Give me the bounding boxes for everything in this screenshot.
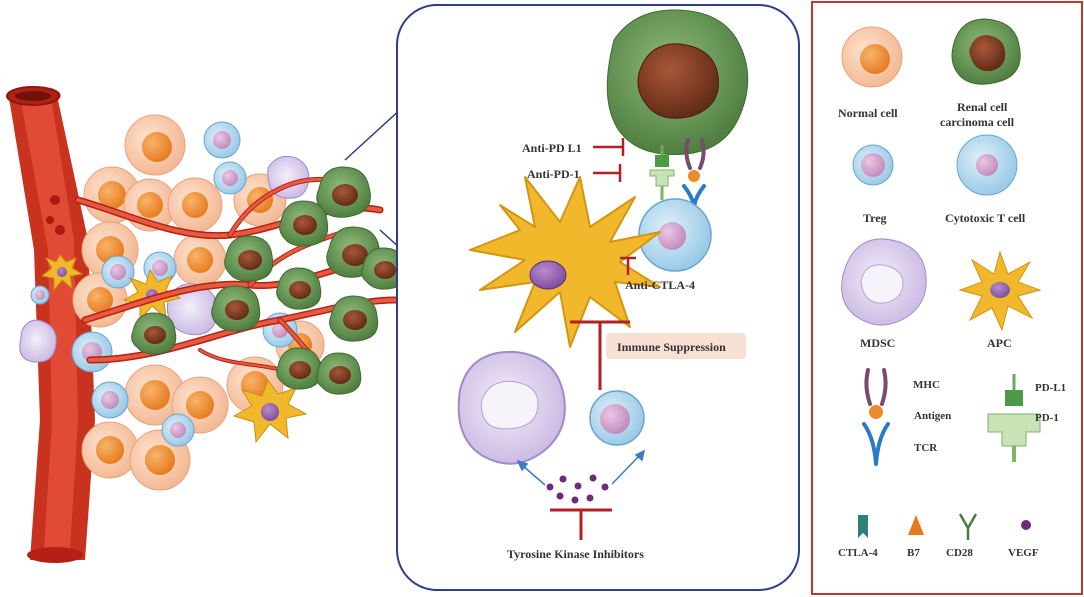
immune-suppression-label: Immune Suppression: [617, 340, 726, 354]
tissue-apc: [122, 268, 308, 444]
legend-tcr-icon: [862, 422, 890, 466]
immune-suppression-box: [606, 333, 746, 359]
legend-pdl1-icon: [1005, 374, 1023, 406]
zoom-cytotoxic-t-cell: [638, 198, 712, 272]
tki-inhibit-marker: [550, 508, 612, 540]
tki-label: Tyrosine Kinase Inhibitors: [507, 547, 644, 561]
legend-cytotoxic-t-label: Cytotoxic T cell: [945, 211, 1026, 225]
legend-treg-icon: [852, 144, 894, 186]
tumor-cells: [131, 166, 407, 395]
inhibit-pd1-marker: [593, 164, 622, 182]
pdl1-pd1-pair: [649, 145, 675, 200]
inhibit-ctla4-marker: [620, 256, 636, 275]
legend-apc-label: APC: [987, 336, 1012, 350]
legend-mhc-icon: [864, 368, 888, 406]
legend-vegf-label: VEGF: [1008, 547, 1039, 559]
inhibit-pdl1-marker: [593, 138, 625, 156]
legend-panel: Normal cell Renal cell carcinoma cell Tr…: [811, 1, 1083, 595]
legend-cytotoxic-t-icon: [956, 134, 1018, 196]
zoom-apc: [469, 176, 661, 348]
legend-ctla4-icon: [858, 515, 868, 538]
zoom-panel: Anti-PD L1 Anti-PD-1 Anti-CTLA-4 Immune …: [396, 4, 800, 591]
legend-antigen-label: Antigen: [914, 410, 951, 422]
legend-apc-icon: [958, 250, 1042, 332]
legend-antigen-icon: [869, 405, 883, 419]
legend-ctla4-label: CTLA-4: [838, 547, 878, 559]
legend-mdsc-label: MDSC: [860, 336, 895, 350]
legend-tcr-label: TCR: [914, 442, 938, 454]
vegf-cluster: [546, 474, 609, 504]
legend-pdl1-label: PD-L1: [1035, 382, 1066, 394]
legend-b7-icon: [908, 515, 924, 535]
vegf-arrows: [516, 449, 646, 486]
anti-pdl1-label: Anti-PD L1: [522, 141, 582, 155]
vessel-mdsc: [19, 319, 57, 363]
legend-mdsc-icon: [841, 238, 927, 326]
vessel-apc: [40, 254, 84, 292]
anti-ctla4-label: Anti-CTLA-4: [625, 278, 695, 292]
tumor-scene: [6, 86, 407, 563]
immune-suppression-inhibit-marker: [570, 320, 630, 390]
blood-vessel: [6, 86, 95, 563]
zoom-mdsc: [457, 350, 566, 465]
legend-pd1-label: PD-1: [1035, 412, 1059, 424]
legend-pd1-icon: [987, 413, 1041, 462]
zoom-treg: [589, 390, 645, 446]
legend-rcc-icon: [951, 18, 1021, 85]
legend-mhc-label: MHC: [913, 379, 940, 391]
legend-b7-label: B7: [907, 547, 920, 559]
anti-pd1-label: Anti-PD-1: [527, 167, 580, 181]
zoom-tumor-cell: [606, 9, 749, 156]
legend-vegf-icon: [1021, 520, 1031, 530]
legend-cd28-icon: [958, 513, 978, 540]
legend-rcc-label-line2: carcinoma cell: [940, 115, 1015, 129]
legend-treg-label: Treg: [863, 211, 887, 225]
legend-cd28-label: CD28: [946, 547, 973, 559]
legend-normal-cell-label: Normal cell: [838, 106, 898, 120]
legend-normal-cell-icon: [841, 26, 903, 88]
legend-rcc-label-line1: Renal cell: [957, 100, 1008, 114]
